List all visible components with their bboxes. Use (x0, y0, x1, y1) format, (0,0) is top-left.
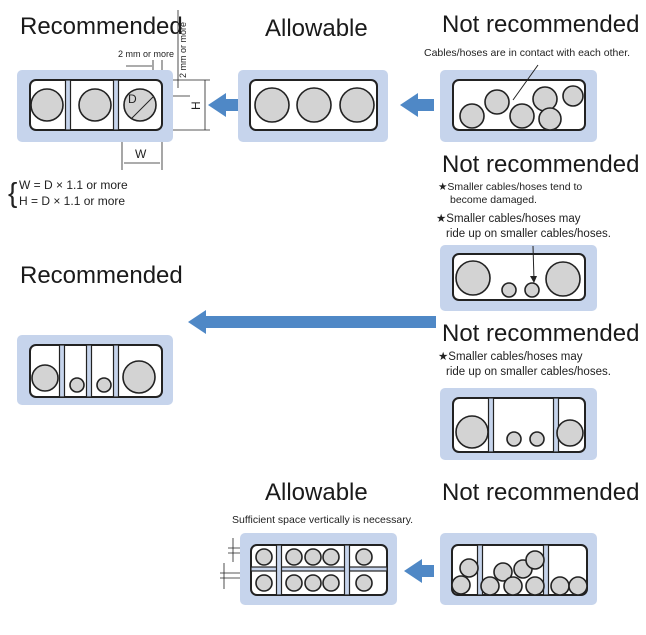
dim-gap-horizontal: 2 mm or more (118, 49, 174, 59)
callout-line-2 (532, 245, 535, 281)
partition-divider (85, 344, 93, 398)
cable-circle (525, 550, 545, 570)
cable-circle (296, 87, 332, 123)
partition-divider (112, 79, 120, 131)
cable-circle (484, 89, 510, 115)
label-w: W (135, 147, 147, 161)
formula-h: H = D × 1.1 or more (19, 194, 125, 208)
cable-circle (455, 415, 489, 449)
cable-circle (355, 548, 373, 566)
title-recommended-2: Recommended (20, 262, 183, 289)
title-not-recommended-1: Not recommended (442, 11, 639, 38)
cable-circle (501, 282, 517, 298)
cable-circle (506, 431, 522, 447)
cable-circle (254, 87, 290, 123)
note-2b: become damaged. (450, 194, 537, 206)
cable-circle (493, 562, 513, 582)
cable-circle (524, 282, 540, 298)
note-vertical-space: Sufficient space vertically is necessary… (232, 514, 413, 526)
label-d: D (128, 92, 137, 106)
cable-circle (122, 360, 156, 394)
note-3a: ★Smaller cables/hoses may (438, 351, 583, 363)
note-2c: ★Smaller cables/hoses may (436, 213, 581, 225)
diameter-line (130, 96, 154, 120)
cable-circle (31, 364, 59, 392)
shelf-divider (250, 566, 388, 572)
cable-circle (455, 260, 491, 296)
partition-divider (552, 397, 560, 453)
cable-circle (285, 548, 303, 566)
cable-circle (538, 107, 562, 131)
note-contact: Cables/hoses are in contact with each ot… (424, 47, 630, 59)
partition-divider (542, 544, 550, 596)
partition-divider (64, 79, 72, 131)
note-3b: ride up on smaller cables/hoses. (446, 366, 611, 378)
cable-circle (96, 377, 112, 393)
cable-circle (451, 575, 471, 595)
title-allowable-1: Allowable (265, 15, 368, 42)
brace: { (8, 177, 17, 208)
partition-divider (275, 544, 283, 596)
cable-circle (123, 88, 157, 122)
cable-circle (509, 103, 535, 129)
cable-circle (304, 574, 322, 592)
arrow-left-3 (404, 559, 434, 583)
dimension-annotations: 2 mm or more 2 mm or more H W { W = D × … (8, 10, 210, 208)
cable-circle (556, 419, 584, 447)
partition-divider (343, 544, 351, 596)
cable-circle (562, 85, 584, 107)
cable-circle (78, 88, 112, 122)
cable-circle (550, 576, 570, 596)
cable-circle (480, 576, 500, 596)
cable-circle (255, 574, 273, 592)
cable-circle (532, 86, 558, 112)
partition-divider (58, 344, 66, 398)
cable-circle (30, 88, 64, 122)
title-not-recommended-4: Not recommended (442, 479, 639, 506)
title-not-recommended-3: Not recommended (442, 320, 639, 347)
cable-circle (69, 377, 85, 393)
dim-gap-vertical: 2 mm or more (178, 22, 188, 78)
cable-circle (503, 576, 523, 596)
cable-circle (529, 431, 545, 447)
cable-circle (568, 576, 588, 596)
arrow-left-1 (208, 93, 238, 117)
title-recommended-1: Recommended (20, 13, 183, 40)
cable-circle (285, 574, 303, 592)
cable-circle (525, 576, 545, 596)
label-h: H (189, 101, 203, 110)
arrow-left-long (188, 310, 436, 334)
cable-circle (322, 548, 340, 566)
title-not-recommended-2: Not recommended (442, 151, 639, 178)
arrow-left-2 (400, 93, 434, 117)
cable-circle (322, 574, 340, 592)
note-2a: ★Smaller cables/hoses tend to (438, 181, 582, 193)
title-allowable-2: Allowable (265, 479, 368, 506)
partition-divider (487, 397, 495, 453)
callout-arrowhead (530, 276, 537, 283)
cable-circle (355, 574, 373, 592)
formula-w: W = D × 1.1 or more (19, 178, 128, 192)
callout-line-1 (512, 64, 539, 101)
cable-circle (304, 548, 322, 566)
note-2d: ride up on smaller cables/hoses. (446, 228, 611, 240)
cable-circle (339, 87, 375, 123)
partition-divider (112, 344, 120, 398)
cable-circle (459, 103, 485, 129)
cable-circle (255, 548, 273, 566)
cable-circle (545, 261, 581, 297)
cable-circle (459, 558, 479, 578)
